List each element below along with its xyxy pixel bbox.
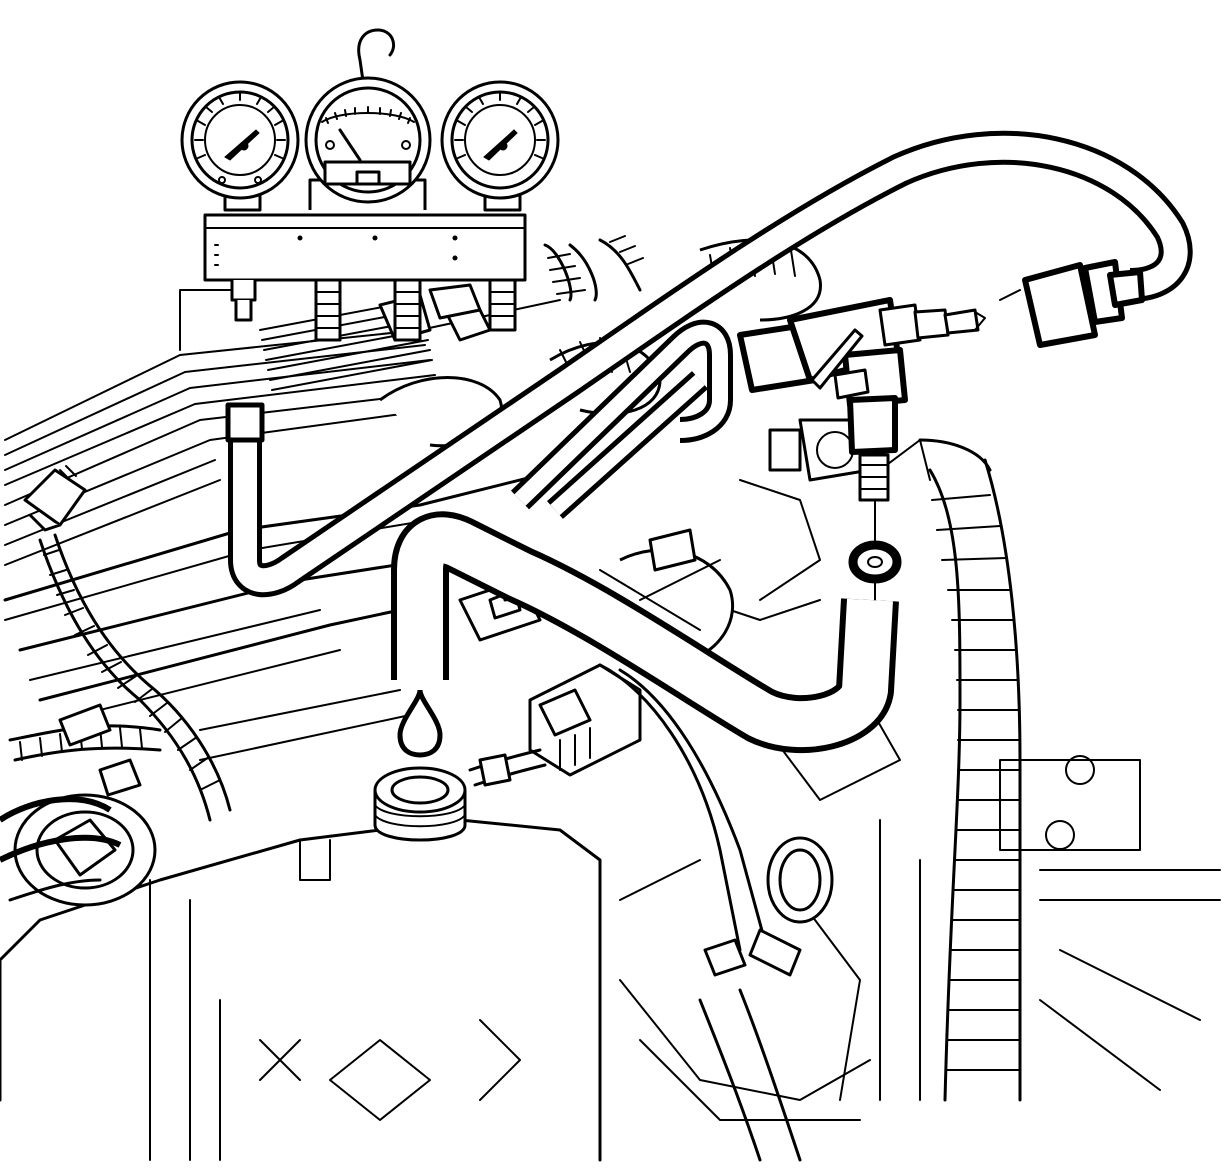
lower-left-hardware	[0, 703, 157, 907]
center-vacuum-gauge	[304, 76, 432, 210]
overlay-wiring	[8, 878, 102, 902]
left-pressure-gauge	[180, 80, 300, 212]
tee-fitting	[737, 297, 986, 541]
gauge-manifold-set	[180, 28, 560, 342]
corrugated-harness-left	[8, 465, 232, 822]
hanger-hook	[357, 28, 395, 97]
manifold-block	[203, 213, 527, 342]
hose-clamp	[698, 836, 834, 1162]
right-structures	[619, 599, 1221, 1121]
filler-cap	[373, 766, 467, 842]
center-connector	[468, 663, 772, 962]
fluid-drop	[397, 689, 443, 758]
corrugated-harness-right	[918, 438, 1022, 1102]
quick-connect-fitting	[999, 259, 1145, 348]
reservoir-box	[0, 818, 602, 1162]
right-pressure-gauge	[440, 80, 560, 212]
test-hoses	[225, 130, 1193, 758]
engine-background	[0, 235, 1221, 1162]
